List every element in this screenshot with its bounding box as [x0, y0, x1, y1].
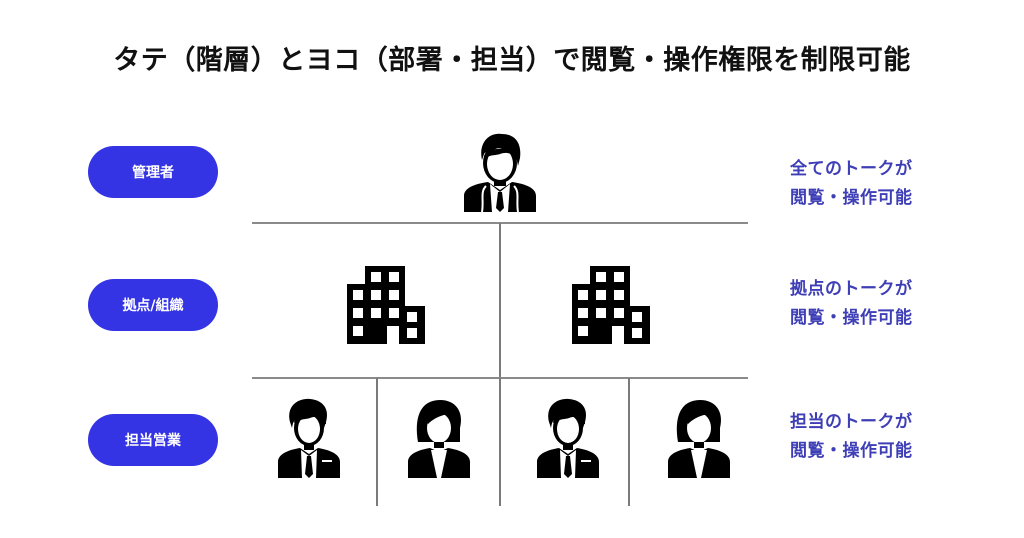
- connector-line-center-lower: [499, 378, 501, 506]
- manager-person-icon: [460, 130, 540, 212]
- role-badge-sales: 担当営業: [88, 414, 218, 466]
- male-staff-icon: [276, 398, 342, 478]
- permission-desc-line1: 拠点のトークが: [790, 279, 913, 299]
- permission-desc-line1: 全てのトークが: [790, 159, 913, 179]
- male-staff-icon: [535, 398, 601, 478]
- permission-desc-line2: 閲覧・操作可能: [790, 188, 913, 208]
- female-staff-icon: [406, 398, 472, 478]
- role-badge-branch: 拠点/組織: [88, 279, 218, 331]
- connector-line-left: [376, 378, 378, 506]
- permission-desc-line2: 閲覧・操作可能: [790, 441, 913, 461]
- permission-desc-branch: 拠点のトークが 閲覧・操作可能: [790, 275, 950, 333]
- permission-desc-sales: 担当のトークが 閲覧・操作可能: [790, 408, 950, 466]
- role-badge-manager: 管理者: [88, 146, 218, 198]
- connector-line-right: [628, 378, 630, 506]
- permission-desc-manager: 全てのトークが 閲覧・操作可能: [790, 155, 950, 213]
- permission-desc-line2: 閲覧・操作可能: [790, 308, 913, 328]
- connector-line-center-upper: [499, 223, 501, 379]
- female-staff-icon: [666, 398, 732, 478]
- page-title: タテ（階層）とヨコ（部署・担当）で閲覧・操作権限を制限可能: [113, 45, 911, 76]
- permission-desc-line1: 担当のトークが: [790, 412, 913, 432]
- building-icon: [347, 266, 427, 346]
- building-icon: [572, 266, 652, 346]
